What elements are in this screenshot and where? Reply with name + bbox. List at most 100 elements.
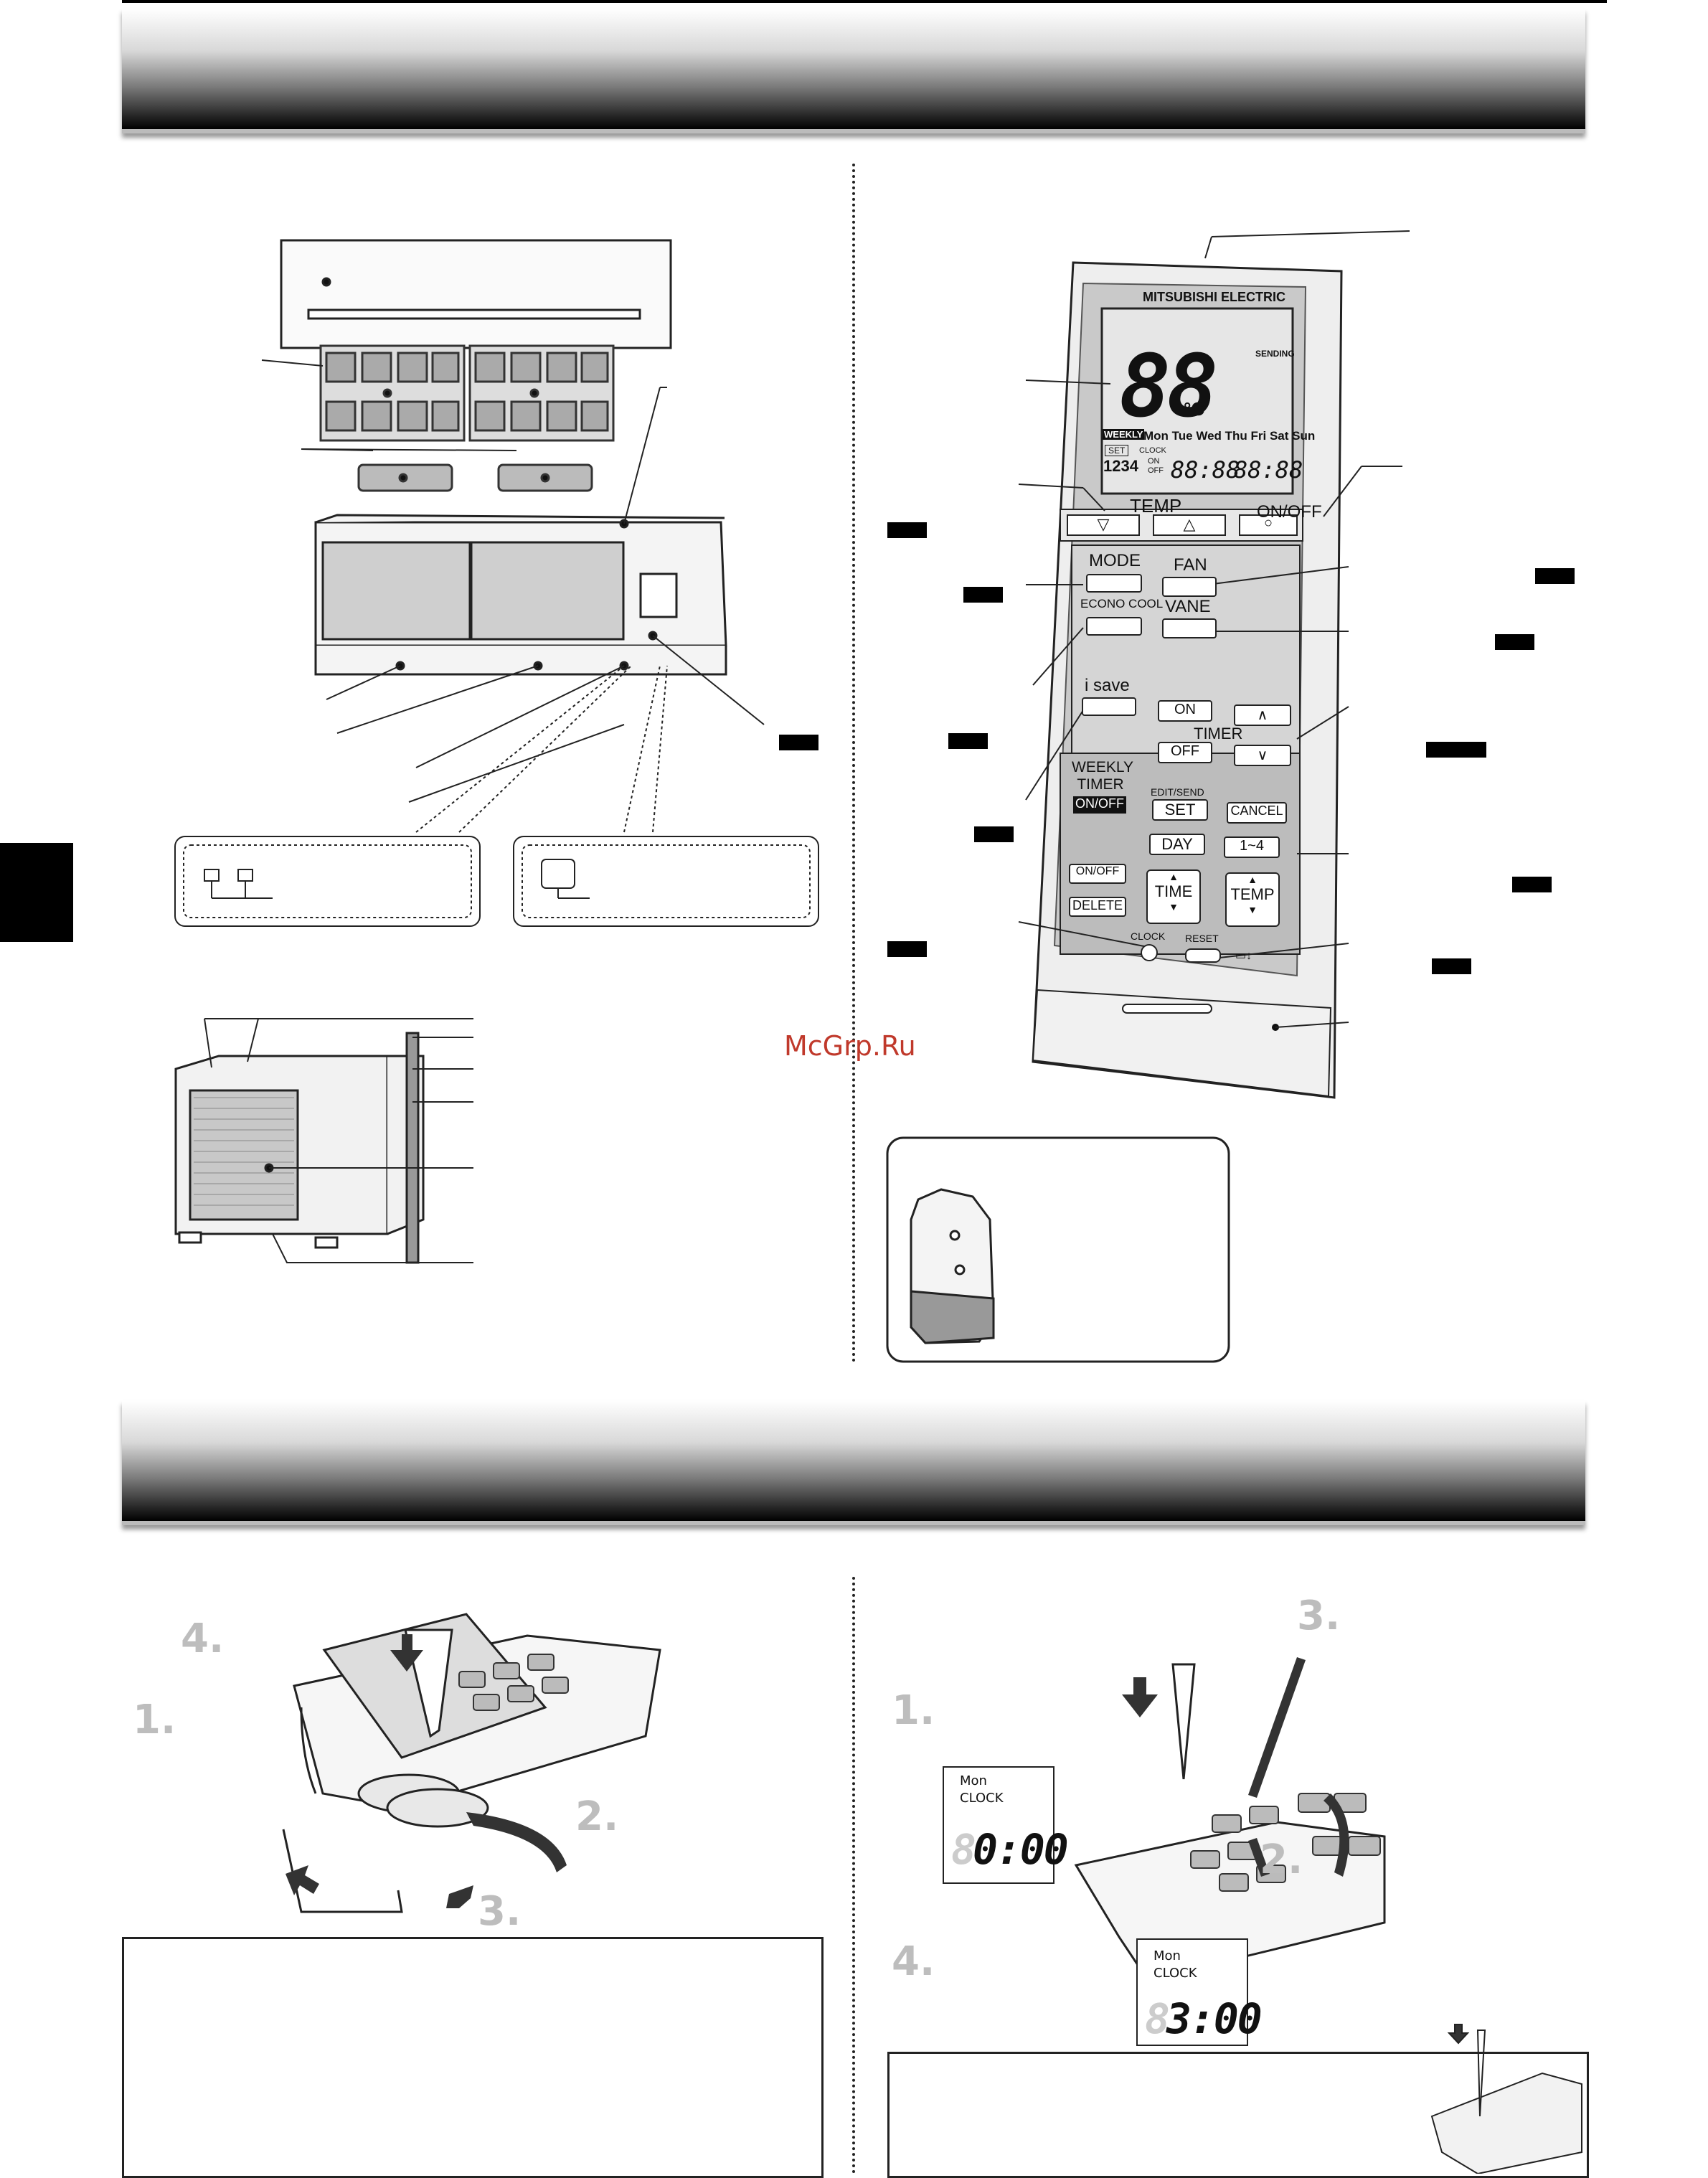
air-filters [319, 344, 615, 442]
econo-cool-label: ECONO COOL [1080, 597, 1164, 610]
mode-label: MODE [1089, 551, 1141, 570]
battery-step-4: 4. [181, 1616, 225, 1662]
reset-button[interactable] [1185, 948, 1221, 963]
time-up-arrow-icon: ▲ [1169, 871, 1179, 882]
onoff-label: ON/OFF [1257, 502, 1322, 522]
time-down-arrow-icon: ▼ [1169, 901, 1179, 913]
set-button[interactable]: SET [1152, 799, 1208, 821]
lcd-time-1: 88:88 [1171, 456, 1240, 484]
column-divider-bottom [852, 1577, 855, 2174]
leader-lines-indoor [261, 359, 765, 803]
lcd-time: 3:00 [1166, 1994, 1263, 2043]
battery-icon: ▭↓ [1235, 950, 1252, 962]
reset-label: RESET [1185, 933, 1219, 944]
lcd-days: Mon Tue Wed Thu Fri Sat Sun [1143, 429, 1316, 443]
timer-down-button[interactable]: ∨ [1234, 745, 1291, 766]
fan-label: FAN [1174, 555, 1207, 575]
ref-tag [1495, 634, 1534, 650]
lcd-day: Mon [1153, 1948, 1181, 1964]
lcd-clock-label: CLOCK [960, 1791, 1004, 1806]
clock-note-box [887, 2052, 1589, 2178]
battery-note-box [122, 1937, 824, 2178]
temp-set-button[interactable]: ▲ TEMP ▼ [1225, 872, 1280, 927]
timer-up-button[interactable]: ∧ [1234, 704, 1291, 726]
lcd-sending: SENDING [1255, 349, 1295, 359]
time-label: TIME [1154, 882, 1193, 900]
clock-lcd-set: Mon CLOCK 8 3:00 [1136, 1938, 1263, 2046]
day-button[interactable]: DAY [1149, 834, 1205, 855]
lcd-faint-digit: 8 [1145, 1994, 1170, 2043]
clock-step-2: 2. [1260, 1837, 1303, 1883]
clock-step-1: 1. [892, 1687, 935, 1734]
i-save-label: i save [1085, 676, 1130, 695]
weekly-onoff-button[interactable]: ON/OFF [1073, 796, 1126, 814]
ref-tag [1535, 568, 1575, 584]
on-off-button[interactable]: ○ [1263, 515, 1273, 531]
remote-holder [886, 1136, 1230, 1363]
ref-tag [1432, 958, 1471, 974]
temp-set-label: TEMP [1230, 885, 1275, 903]
lcd-prog: 1234 [1103, 457, 1138, 475]
watermark: McGrp.Ru [784, 1030, 916, 1062]
time-button[interactable]: ▲ TIME ▼ [1146, 869, 1201, 924]
leader-lines-outdoor [204, 1018, 473, 1263]
lcd-faint-digit: 8 [951, 1825, 976, 1874]
lcd-time-2: 88:88 [1234, 456, 1303, 484]
vane-button[interactable] [1162, 618, 1217, 638]
ref-tag [963, 587, 1003, 603]
vane-label: VANE [1165, 597, 1211, 616]
leader-lines-remote [1018, 230, 1410, 1028]
indoor-unit-body [314, 514, 727, 676]
ref-tag [974, 826, 1014, 842]
econo-cool-button[interactable] [1086, 617, 1142, 636]
remote-brand: MITSUBISHI ELECTRIC [1143, 290, 1286, 304]
ref-tag [1512, 877, 1552, 892]
weekly-timer-label: WEEKLY TIMER [1072, 759, 1133, 793]
battery-step-3: 3. [478, 1888, 522, 1935]
lcd-unit: °C [1184, 398, 1205, 420]
battery-step-1: 1. [133, 1697, 176, 1743]
clock-button[interactable] [1141, 944, 1158, 961]
timer-off-label: OFF [1171, 743, 1199, 759]
delete-button[interactable]: DELETE [1069, 897, 1126, 917]
outdoor-unit [174, 1032, 425, 1264]
arrow-icon [1122, 1657, 1349, 1877]
temp-label: TEMP [1130, 495, 1182, 517]
detail-boxes [174, 836, 819, 927]
one-to-four-button[interactable]: 1~4 [1224, 836, 1280, 858]
temp-down-button[interactable]: ▽ [1097, 515, 1110, 533]
section-banner-preparation [122, 1400, 1585, 1525]
clock-step-4: 4. [892, 1938, 935, 1985]
i-save-button[interactable] [1082, 697, 1136, 716]
temp-up-arrow-icon: ▲ [1247, 874, 1258, 885]
ref-tag [887, 522, 927, 538]
lcd-weekly: WEEKLY [1103, 429, 1145, 440]
temp-down-arrow-icon: ▼ [1247, 904, 1258, 915]
lcd-time: 0:00 [973, 1825, 1069, 1874]
ref-tag [1426, 742, 1486, 758]
section-banner-parts [122, 9, 1585, 133]
lcd-clock-label: CLOCK [1153, 1966, 1197, 1981]
clock-label: CLOCK [1131, 930, 1166, 942]
detail-pointer-lines [415, 665, 668, 833]
ref-tag [948, 733, 988, 749]
timer-on-button[interactable]: ON [1158, 700, 1212, 722]
front-panel [280, 239, 672, 349]
lcd-on: ON [1148, 457, 1160, 466]
top-rule [122, 0, 1607, 3]
onoff-small-button[interactable]: ON/OFF [1069, 864, 1126, 884]
lcd-set: SET [1105, 445, 1129, 456]
battery-step-2: 2. [575, 1793, 619, 1840]
timer-off-button[interactable]: OFF [1158, 742, 1212, 763]
temp-up-button[interactable]: △ [1183, 515, 1196, 533]
mode-button[interactable] [1086, 574, 1142, 593]
lcd-off: OFF [1148, 466, 1164, 475]
column-divider-top [852, 164, 855, 1363]
fan-button[interactable] [1162, 577, 1217, 597]
clock-lcd-blinking: Mon CLOCK 8 0:00 [943, 1766, 1069, 1884]
battery-drawing [282, 1613, 661, 1913]
lcd-temp-digits: 88 [1119, 337, 1218, 437]
timer-label: TIMER [1194, 725, 1243, 742]
cancel-button[interactable]: CANCEL [1227, 802, 1287, 824]
